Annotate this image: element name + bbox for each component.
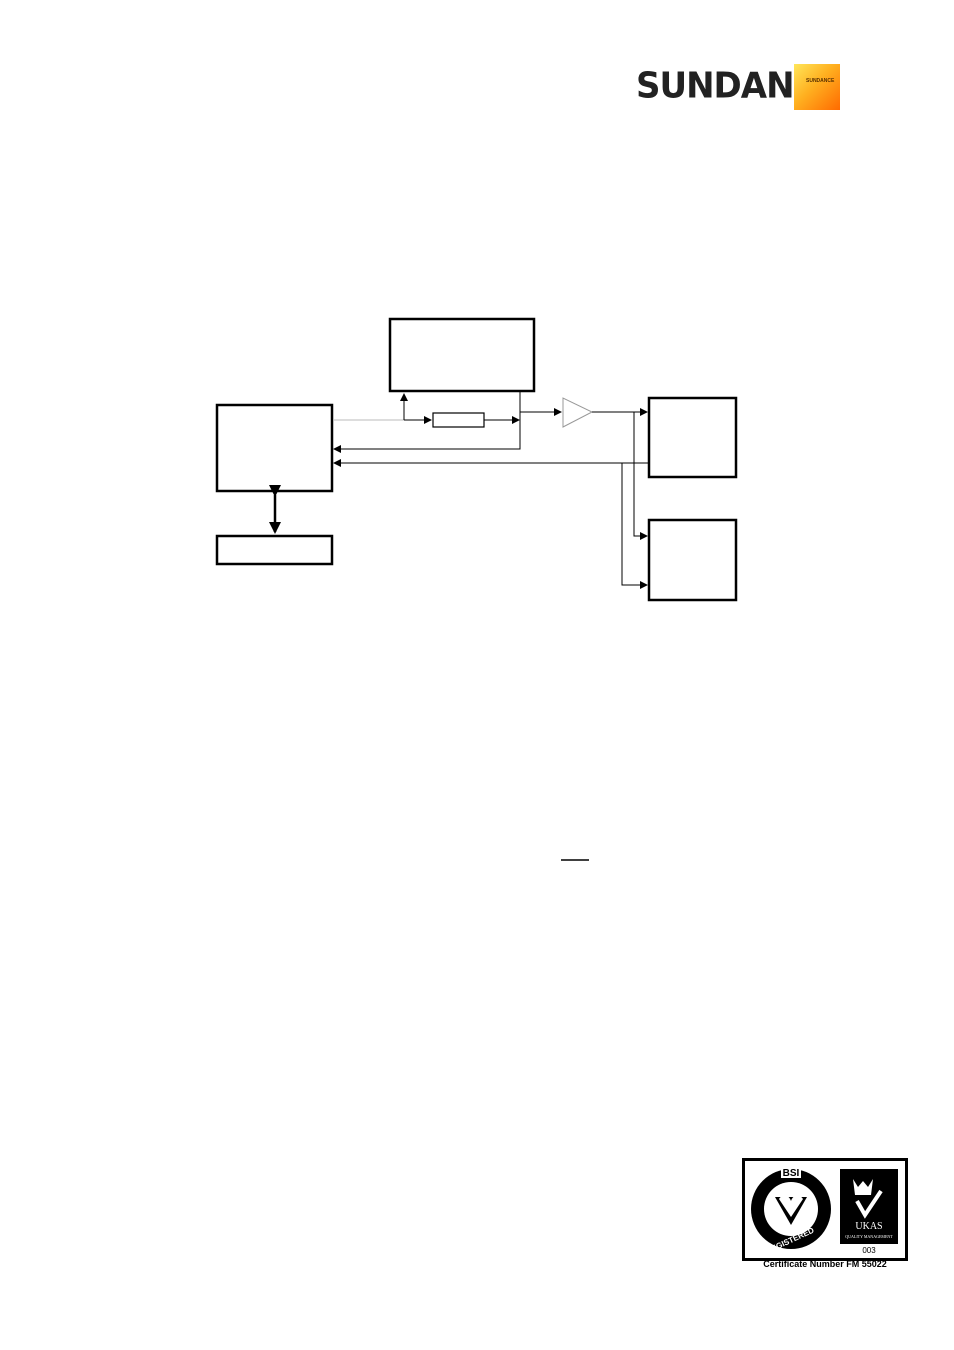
logo-badge-text: SUNDANCE: [806, 78, 835, 84]
certificate-number: Certificate Number FM 55022: [763, 1259, 887, 1269]
right-upper-block: [647, 396, 738, 479]
logo-sun-icon: SUNDANCE: [794, 64, 840, 110]
bottom-left-block: [215, 534, 334, 566]
ukas-number: 003: [862, 1246, 876, 1255]
ukas-sub: QUALITY MANAGEMENT: [845, 1234, 893, 1239]
filter-block: [432, 412, 485, 428]
bsi-ukas-icon: BSI REGISTERED UKAS QUALITY MANAGEMENT 0…: [751, 1166, 898, 1256]
company-logo: SUNDANCE SUNDANCE: [632, 62, 842, 112]
left-block: [215, 403, 334, 493]
branch-return-lower: [621, 463, 648, 589]
return-line-top: [333, 391, 521, 453]
top-block: [388, 317, 536, 393]
certification-logos: BSI REGISTERED UKAS QUALITY MANAGEMENT 0…: [742, 1158, 908, 1261]
ukas-label: UKAS: [855, 1221, 882, 1232]
branch-to-right-lower: [633, 412, 648, 540]
bsi-label: BSI: [783, 1168, 800, 1179]
right-lower-block: [647, 518, 738, 602]
amplifier-icon: [562, 397, 594, 428]
